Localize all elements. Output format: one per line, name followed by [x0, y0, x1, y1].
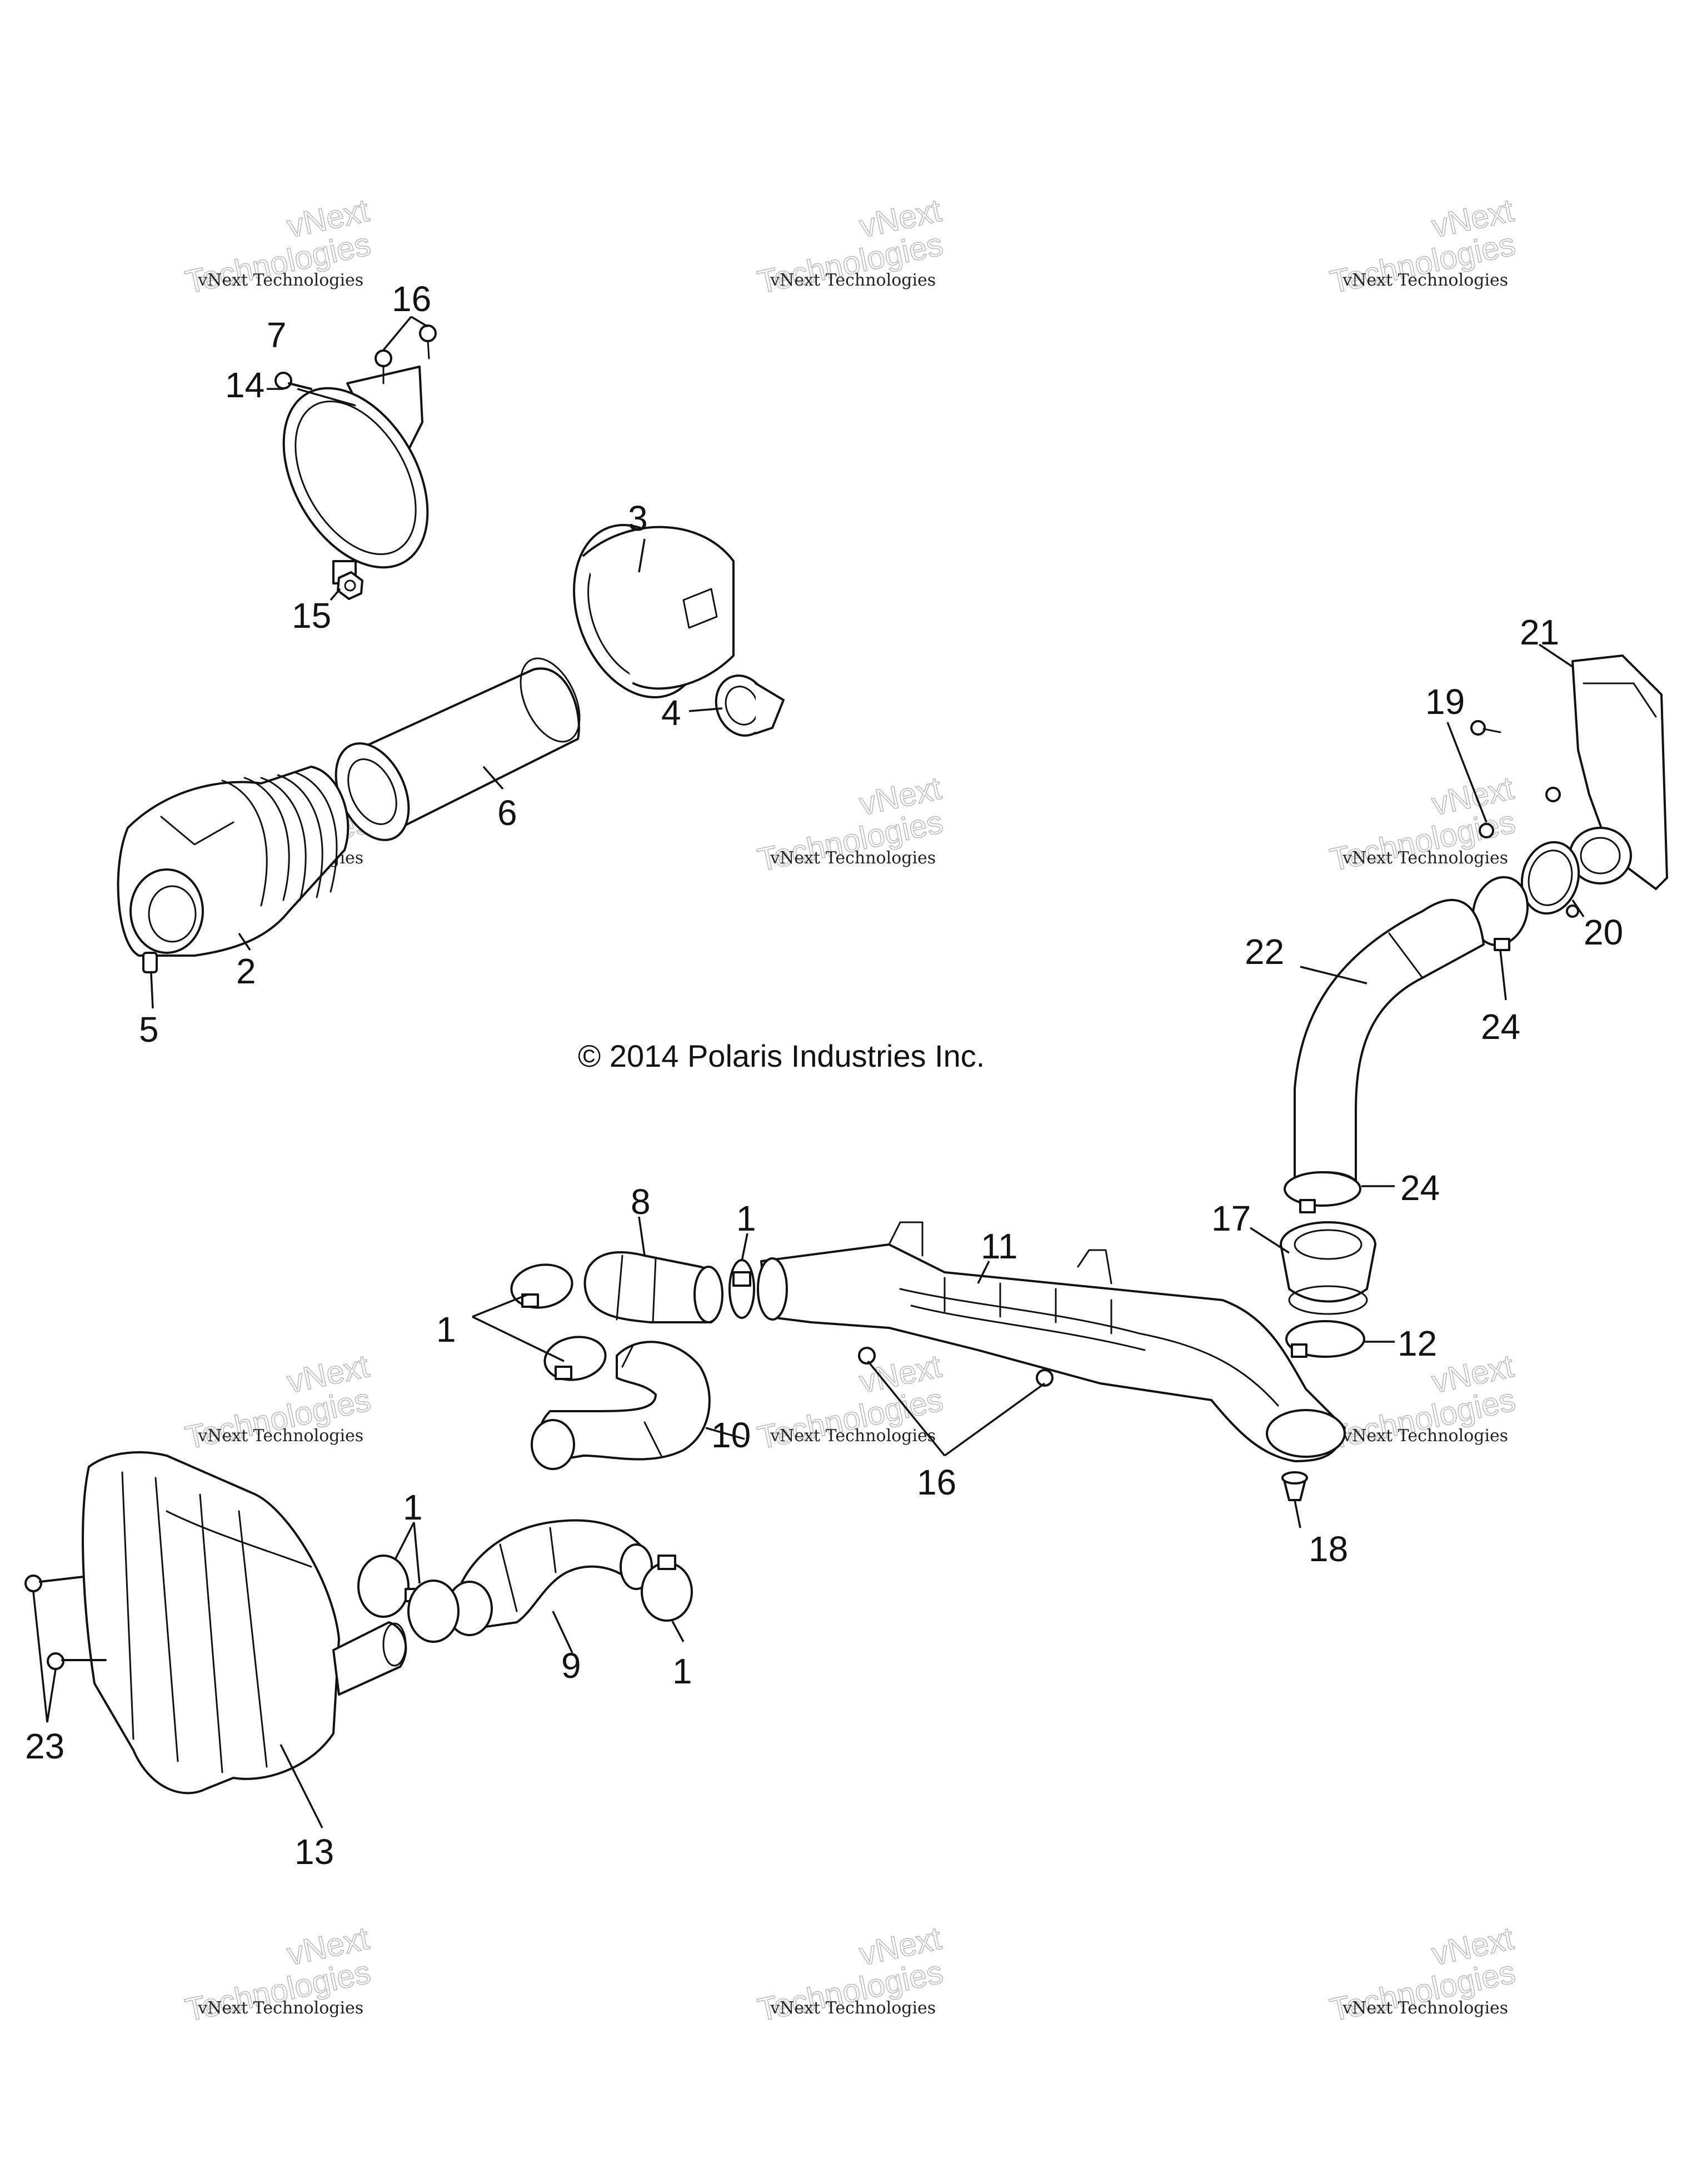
callout-11: 11 [981, 1226, 1017, 1266]
callout-3: 3 [628, 498, 648, 538]
callout-2: 2 [236, 951, 256, 991]
svg-text:vNext Technologies: vNext Technologies [770, 1426, 936, 1446]
callout-10: 10 [711, 1415, 751, 1455]
part-7-bracket [282, 366, 429, 584]
part-3-airbox-ring [573, 524, 735, 698]
part-6-filter [335, 657, 581, 841]
part-5-drain [142, 952, 158, 973]
part-1-clamp-a [728, 1259, 755, 1319]
part-14-bolt [274, 372, 312, 390]
callout-6: 6 [497, 793, 517, 833]
part-15-nut [337, 571, 363, 600]
part-21-shield [1569, 654, 1668, 890]
callout-7: 7 [267, 315, 287, 355]
svg-text:vNext Technologies: vNext Technologies [1342, 1426, 1508, 1446]
part-24-clamp-lower [1284, 1171, 1361, 1213]
watermark: Technologies vNext vNext Technologies [182, 1347, 374, 1456]
callout-14: 14 [225, 365, 264, 405]
part-13-silencer [82, 1451, 407, 1795]
svg-text:vNext Technologies: vNext Technologies [1342, 271, 1508, 290]
watermark: Technologies vNext vNext Technologies [754, 1347, 946, 1456]
callout-1: 1 [736, 1198, 756, 1238]
svg-text:vNext Technologies: vNext Technologies [197, 1426, 363, 1446]
svg-text:vNext Technologies: vNext Technologies [1342, 848, 1508, 868]
part-12-clamp [1285, 1320, 1365, 1358]
part-16-bolts-middle [858, 1347, 1054, 1387]
part-17-coupler [1280, 1221, 1376, 1315]
callout-15: 15 [292, 596, 331, 636]
part-10-shose [531, 1341, 711, 1470]
callout-1: 1 [672, 1651, 692, 1691]
part-20-ring [1520, 841, 1580, 918]
watermark: Technologies vNext vNext Technologies [182, 1920, 374, 2028]
part-2-airbox [117, 766, 350, 957]
part-23-bolts [24, 1575, 107, 1670]
svg-text:vNext Technologies: vNext Technologies [197, 1998, 363, 2018]
watermark: Technologies vNext vNext Technologies [1326, 1920, 1519, 2028]
callout-8: 8 [631, 1182, 651, 1222]
callout-4: 4 [661, 693, 681, 733]
part-1-clamp-b [510, 1263, 573, 1309]
callout-21: 21 [1520, 612, 1559, 652]
callout-16: 16 [917, 1462, 956, 1502]
callout-24: 24 [1481, 1007, 1520, 1047]
part-9-hose [446, 1519, 653, 1636]
callout-labels: 16 7 14 15 3 4 6 2 5 21 19 20 22 24 24 1… [25, 279, 1623, 1872]
callout-19: 19 [1425, 682, 1465, 722]
part-1-clamp-d [357, 1555, 420, 1618]
callout-1: 1 [436, 1310, 456, 1350]
svg-text:vNext Technologies: vNext Technologies [197, 271, 363, 290]
part-4-duct [715, 674, 785, 737]
callout-12: 12 [1397, 1323, 1437, 1363]
watermark: Technologies vNext vNext Technologies [754, 192, 946, 301]
leader-lines [32, 316, 1585, 1828]
watermark: Technologies vNext vNext Technologies [1326, 1347, 1519, 1456]
part-8-hose [583, 1251, 723, 1323]
watermark: Technologies vNext vNext Technologies [754, 769, 946, 878]
callout-22: 22 [1245, 932, 1284, 972]
svg-text:vNext Technologies: vNext Technologies [770, 848, 936, 868]
svg-text:vNext Technologies: vNext Technologies [770, 1998, 936, 2018]
part-19-screws [1470, 720, 1561, 838]
watermark-group: Technologies vNext vNext Technologies Te… [182, 192, 1519, 2028]
callout-1: 1 [403, 1487, 423, 1527]
callout-24: 24 [1400, 1168, 1440, 1208]
part-1-clamp-e [407, 1580, 460, 1643]
part-18-valve [1281, 1471, 1308, 1501]
callout-16: 16 [392, 279, 431, 319]
callout-17: 17 [1211, 1198, 1251, 1238]
part-24-clamp-top [1471, 876, 1529, 951]
callout-13: 13 [295, 1832, 334, 1872]
callout-20: 20 [1584, 912, 1623, 952]
callout-23: 23 [25, 1726, 64, 1766]
part-22-elbow [1294, 899, 1485, 1196]
callout-18: 18 [1309, 1529, 1348, 1569]
svg-text:vNext Technologies: vNext Technologies [770, 271, 936, 290]
part-11-main-duct [757, 1221, 1346, 1462]
watermark: Technologies vNext vNext Technologies [182, 192, 374, 301]
watermark: Technologies vNext vNext Technologies [1326, 192, 1519, 301]
part-1-clamp-f [641, 1555, 693, 1622]
callout-9: 9 [561, 1646, 581, 1686]
callout-5: 5 [139, 1009, 159, 1049]
part-1-clamp-c [543, 1336, 607, 1381]
copyright-text: © 2014 Polaris Industries Inc. [578, 1038, 985, 1073]
svg-text:vNext Technologies: vNext Technologies [1342, 1998, 1508, 2018]
watermark: Technologies vNext vNext Technologies [754, 1920, 946, 2028]
